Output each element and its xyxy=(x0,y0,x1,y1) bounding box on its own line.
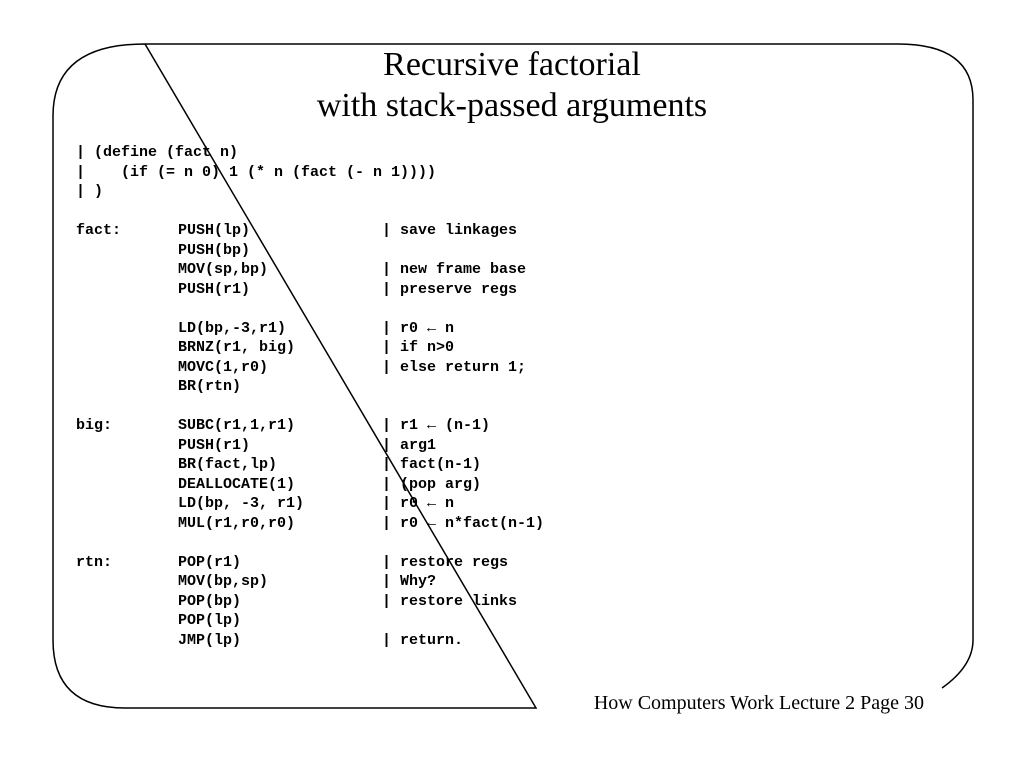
code-comment: | restore links xyxy=(382,592,518,610)
code-comment: | if n>0 xyxy=(382,339,455,356)
code-instruction: SUBC(r1,1,r1) xyxy=(178,417,296,434)
code-instruction: DEALLOCATE(1) xyxy=(178,475,296,493)
code-instruction: MOV(bp,sp) xyxy=(178,573,269,590)
code-comment: | save linkages xyxy=(382,222,518,239)
code-comment: | preserve regs xyxy=(382,280,518,298)
code-instruction: MOVC(1,r0) xyxy=(178,358,269,376)
code-instruction: POP(r1) xyxy=(178,553,242,571)
code-comment: | restore regs xyxy=(382,553,509,571)
code-instruction: MOV(sp,bp) xyxy=(178,261,269,278)
code-instruction: POP(bp) xyxy=(178,592,242,610)
code-comment: | Why? xyxy=(382,573,437,590)
code-instruction: PUSH(r1) xyxy=(178,436,251,454)
code-comment: | r0 ← n xyxy=(382,319,455,337)
code-comment: | new frame base xyxy=(382,261,527,278)
slide-title: Recursive factorial with stack-passed ar… xyxy=(0,44,1024,126)
title-line-1: Recursive factorial xyxy=(383,46,641,83)
title-line-2: with stack-passed arguments xyxy=(316,87,708,124)
code-instruction: BR(fact,lp) xyxy=(178,456,278,473)
code-instruction: PUSH(lp) xyxy=(178,222,251,239)
code-instruction: LD(bp, -3, r1) xyxy=(178,495,305,512)
code-instruction: BR(rtn) xyxy=(178,378,242,395)
code-instruction: JMP(lp) xyxy=(178,631,242,649)
code-instruction: PUSH(r1) xyxy=(178,280,251,298)
code-instruction: PUSH(bp) xyxy=(178,241,251,259)
code-label: fact: xyxy=(76,222,122,239)
code-comment: | return. xyxy=(382,631,464,649)
code-comment: | arg1 xyxy=(382,436,437,454)
code-instruction: MUL(r1,r0,r0) xyxy=(178,514,296,532)
slide-footer: How Computers Work Lecture 2 Page 30 xyxy=(593,692,924,714)
code-instruction: BRNZ(r1, big) xyxy=(178,339,296,356)
code-comment: | r0 ← n*fact(n-1) xyxy=(382,514,545,532)
code-comment: | else return 1; xyxy=(382,358,527,376)
code-comment: | fact(n-1) xyxy=(382,456,482,473)
code-instruction: POP(lp) xyxy=(178,612,242,629)
code-comment: | r1 ← (n-1) xyxy=(382,417,491,434)
code-label: rtn: xyxy=(76,553,113,571)
code-label: big: xyxy=(76,417,113,434)
code-comment: | (pop arg) xyxy=(382,475,482,493)
code-comment: | r0 ← n xyxy=(382,495,455,512)
code-instruction: LD(bp,-3,r1) xyxy=(178,319,287,337)
